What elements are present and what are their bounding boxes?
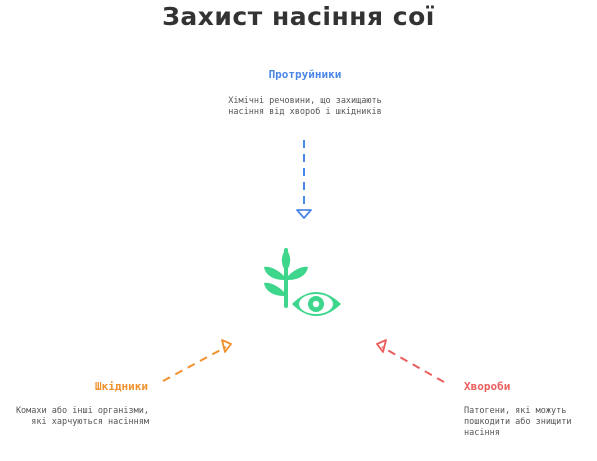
arrow-right [376, 339, 445, 383]
sprout-eye-icon [264, 248, 344, 318]
node-top-title: Протруйники [268, 68, 342, 81]
node-top-description: Хімічні речовини, що захищають насіння в… [228, 96, 382, 117]
arrow-left [162, 339, 232, 382]
node-right-description: Патогени, які можуть пошкодити або знищи… [464, 406, 572, 438]
diagram-title: Захист насіння сої [162, 2, 435, 31]
node-right-title: Хвороби [464, 380, 511, 393]
arrow-top [296, 140, 312, 219]
node-left-title: Шкідники [95, 380, 148, 393]
node-left-description: Комахи або інші організми, які харчуютьс… [15, 406, 149, 427]
